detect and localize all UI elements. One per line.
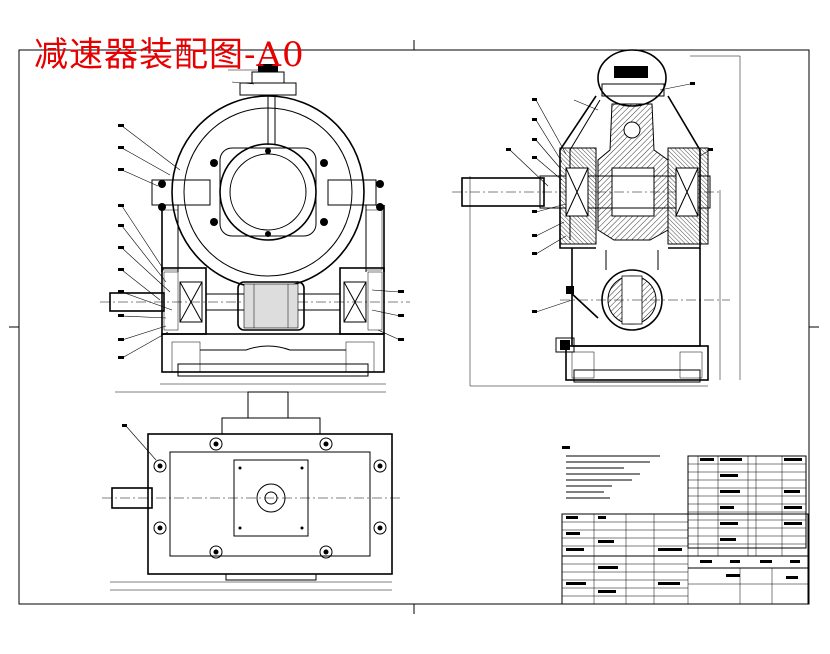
sheet-border [9, 40, 819, 614]
front-view [100, 64, 410, 393]
technical-requirements [562, 446, 660, 499]
title-block [561, 513, 809, 605]
side-section-view [452, 49, 741, 387]
top-view [102, 391, 400, 591]
parts-list [687, 455, 807, 556]
drawing-title: 减速器装配图-A0 [34, 35, 305, 75]
